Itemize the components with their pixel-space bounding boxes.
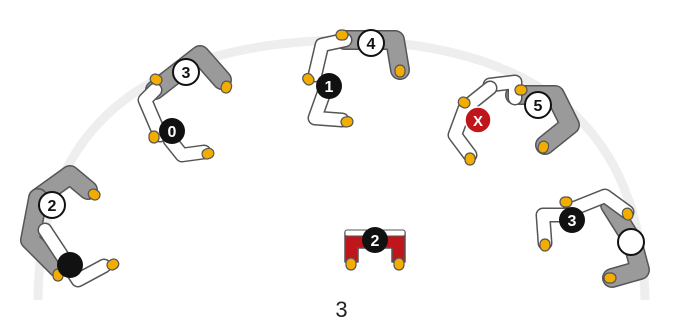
robot-arm-c: 4 1 (300, 29, 410, 129)
robot-e-white-badge (617, 228, 645, 256)
robot-d-error-badge (464, 106, 492, 134)
robot-a-white-badge-label: 2 (48, 198, 57, 215)
robot-c-black-badge (316, 73, 342, 99)
robot-b-white-badge (172, 58, 200, 86)
robot-c-white-badge-label: 4 (367, 36, 376, 53)
base-unit: 2 (344, 227, 406, 271)
robot-arm-b: 3 0 (137, 45, 234, 163)
figure-caption: 3 (335, 297, 348, 322)
robot-b-black-badge-label: 0 (168, 124, 177, 141)
robot-arm-d: 5 X (447, 74, 580, 166)
robot-d-white-badge-label: 5 (534, 98, 543, 115)
robot-a-white-badge (38, 191, 66, 219)
robot-a-black-badge (57, 252, 83, 278)
robot-d-white-badge (524, 91, 552, 119)
robot-e-black-badge-label: 3 (568, 213, 577, 230)
robot-b-white-badge-label: 3 (182, 65, 191, 82)
robot-arm-a: 2 (20, 165, 122, 288)
robot-e-black-badge (559, 207, 585, 233)
placement-arc (33, 35, 650, 301)
robot-c-white-badge (357, 29, 385, 57)
robot-b-black-badge (159, 118, 185, 144)
base-unit-badge (362, 227, 388, 253)
base-unit-badge-label: 2 (371, 233, 380, 250)
robot-d-error-badge-label: X (473, 113, 483, 130)
robot-arm-e: 3 (535, 188, 650, 288)
robot-c-black-badge-label: 1 (325, 79, 334, 96)
